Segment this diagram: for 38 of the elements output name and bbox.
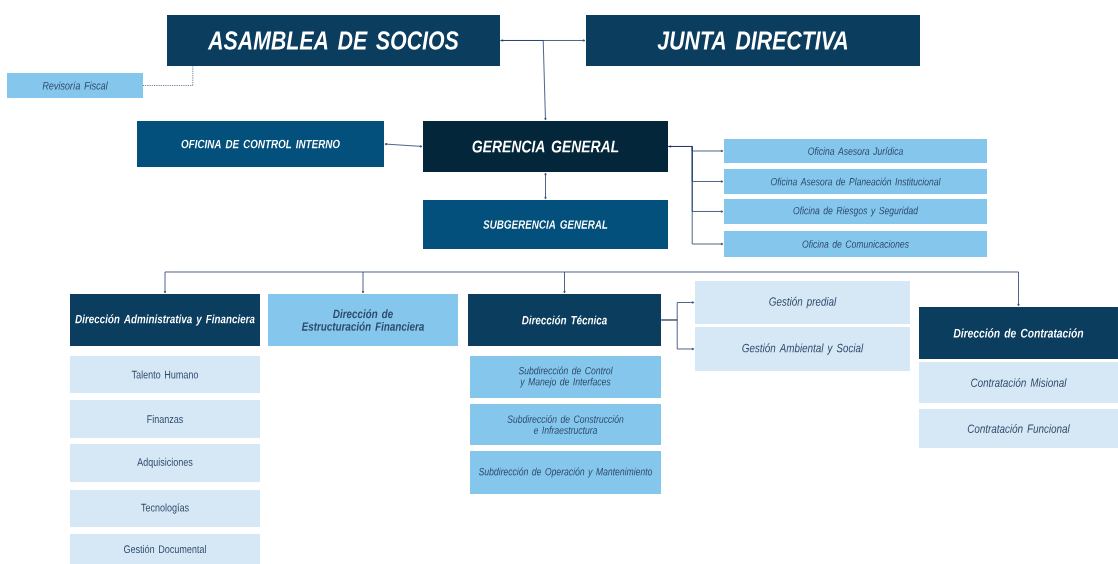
org-box: Oficina de Comunicaciones (724, 231, 987, 257)
org-box: Revisoría Fiscal (7, 73, 143, 98)
org-box: Tecnologías (70, 490, 260, 527)
connector-arrow (1017, 271, 1020, 307)
org-box: Dirección Administrativa y Financiera (70, 294, 260, 346)
connector-arrow (384, 143, 423, 148)
org-box: Oficina Asesora Jurídica (724, 139, 987, 163)
org-box: Dirección de Estructuración Financiera (268, 294, 458, 346)
org-box: JUNTA DIRECTIVA (586, 15, 920, 66)
connector-arrow (660, 319, 695, 351)
org-box: Gestión Documental (70, 534, 260, 564)
connector-arrow (500, 39, 586, 42)
org-box: Gestión Ambiental y Social (695, 327, 910, 371)
connector-arrow (499, 40, 547, 121)
org-box: Talento Humano (70, 356, 260, 393)
org-box: Oficina de Riesgos y Seguridad (724, 199, 987, 224)
org-box: Contratación Misional (919, 362, 1118, 403)
org-box: GERENCIA GENERAL (423, 121, 668, 172)
org-box: Adquisiciones (70, 444, 260, 482)
org-box: ASAMBLEA DE SOCIOS (167, 15, 500, 66)
org-box: Gestión predial (695, 281, 910, 324)
org-box: Subdirección de Control y Manejo de Interfaces (470, 356, 661, 398)
connector-arrow (668, 145, 724, 153)
org-box: Subdirección de Construcción e Infraestructura (470, 404, 661, 445)
connector-arrow (544, 172, 547, 200)
org-box: Contratación Funcional (919, 409, 1118, 448)
org-box: Dirección Técnica (468, 294, 661, 346)
org-box: Oficina Asesora de Planeación Institucional (724, 169, 987, 194)
connector-arrow (163, 271, 167, 294)
org-box: SUBGERENCIA GENERAL (423, 200, 668, 249)
connector-arrow (667, 146, 724, 246)
org-box: OFICINA DE CONTROL INTERNO (137, 121, 384, 167)
org-box: Subdirección de Operación y Mantenimiento (470, 451, 661, 494)
org-box: Dirección de Contratación (919, 307, 1118, 359)
connector-line (164, 271, 1019, 273)
connector-arrow (563, 271, 566, 294)
org-box: Finanzas (70, 400, 260, 438)
connector-arrow (361, 271, 365, 294)
